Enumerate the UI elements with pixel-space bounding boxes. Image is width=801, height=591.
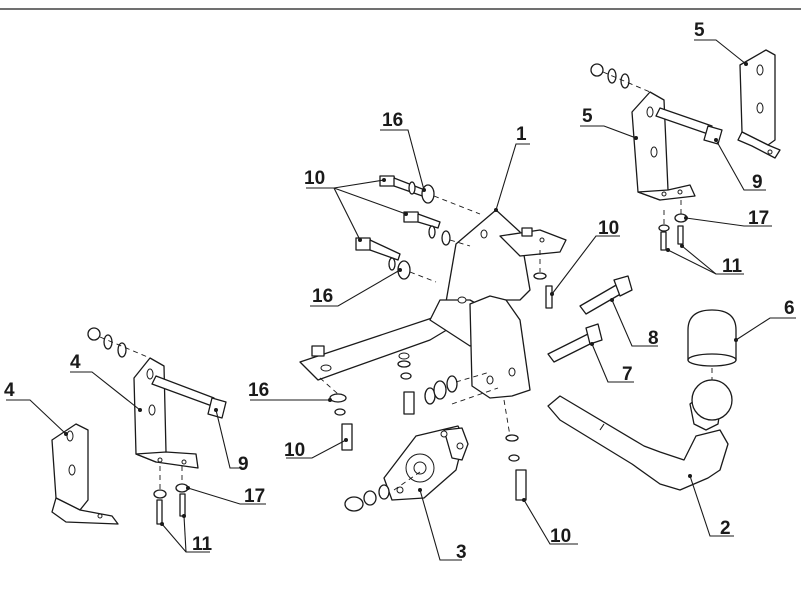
bolts-11-right: [658, 200, 688, 251]
label-part-5-top-right: 5: [694, 20, 705, 41]
label-part-16-left: 16: [248, 380, 269, 401]
bolt-7: [547, 323, 603, 363]
label-part-16-top: 16: [382, 110, 403, 131]
label-part-16-middle: 16: [312, 286, 333, 307]
leader-dots: [64, 62, 748, 526]
label-part-4: 4: [70, 352, 81, 373]
label-part-11-left: 11: [192, 534, 213, 555]
part-4-bracket-with-bolt: [133, 357, 199, 469]
bolt-10-bottom: [503, 399, 527, 501]
label-part-17-right: 17: [748, 208, 769, 229]
label-part-2: 2: [720, 518, 731, 539]
nut-washers-left: [87, 327, 151, 359]
label-part-8: 8: [648, 328, 659, 349]
label-part-11-right: 11: [722, 256, 743, 277]
label-part-17-left: 17: [244, 486, 265, 507]
part-5-bracket-top-right: [737, 49, 781, 159]
bolts-11-left: [153, 466, 189, 525]
bolt-9-left: [151, 375, 227, 419]
bolts-frame-left: [311, 345, 415, 451]
nut-washers-front: [424, 371, 491, 405]
label-part-3: 3: [456, 542, 467, 563]
bolt-8: [579, 275, 633, 315]
label-part-10-bottom: 10: [550, 526, 571, 547]
part-labels: 1 16 10 16 10 5 5 9 17 11 6 8 7 2 3 10 1…: [4, 20, 795, 563]
label-part-10-top: 10: [304, 168, 325, 189]
part-4-bracket-left: [51, 423, 119, 525]
label-part-10-right: 10: [598, 218, 619, 239]
nut-washers-right: [590, 63, 651, 93]
part-6-ball-cap: [687, 309, 737, 380]
part-1-main-frame: [299, 209, 567, 399]
label-part-7: 7: [622, 364, 633, 385]
label-part-5-right: 5: [582, 106, 593, 127]
part-2-towbar-neck: [547, 379, 733, 491]
part-5-bracket-right: [631, 91, 696, 201]
small-bolts-frame-right: [521, 227, 553, 309]
label-part-4-far-left: 4: [4, 380, 15, 401]
label-part-1: 1: [516, 124, 527, 145]
nut-washers-socket: [344, 387, 499, 512]
bolts-10-upper: [355, 175, 481, 283]
part-3-socket-plate: [383, 425, 469, 501]
leader-lines: [6, 39, 796, 561]
label-part-9-left: 9: [238, 454, 249, 475]
label-part-6: 6: [784, 298, 795, 319]
label-part-10-left: 10: [284, 440, 305, 461]
label-part-9-right: 9: [752, 172, 763, 193]
